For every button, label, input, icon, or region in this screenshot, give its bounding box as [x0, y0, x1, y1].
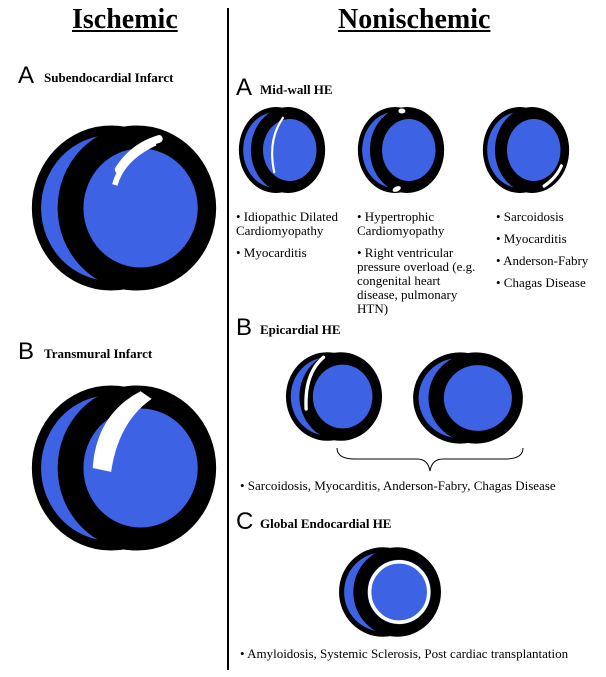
- scar: [542, 164, 563, 188]
- list-item: • Chagas Disease: [496, 275, 586, 290]
- scar: [304, 355, 326, 411]
- scar: [392, 108, 406, 192]
- heart-midwall-septal: [238, 107, 326, 193]
- nonischemic-a-label: Mid-wall HE: [260, 82, 333, 97]
- midwall-list-1: • Idiopathic Dilated Cardiomyopathy • My…: [236, 210, 356, 268]
- list-item: • Right ventricular pressure overload (e…: [357, 245, 476, 316]
- grouping-brace: [336, 447, 524, 472]
- ischemic-a-letter: A: [18, 62, 35, 89]
- heart-midwall-rv-insertion: [357, 107, 445, 193]
- heart-midwall-inferolateral: [482, 107, 570, 193]
- global-endocardial-list: • Amyloidosis, Systemic Sclerosis, Post …: [240, 646, 569, 661]
- lv: [57, 125, 217, 291]
- lv: [250, 107, 326, 193]
- scar: [92, 391, 152, 472]
- list-item: • Hypertrophic Cardiomyopathy: [357, 209, 445, 238]
- scar: [271, 116, 284, 174]
- ischemic-header: Ischemic: [72, 4, 178, 35]
- lv: [494, 107, 570, 193]
- ischemic-b-letter: B: [18, 338, 35, 365]
- divider: [227, 8, 229, 670]
- epicardial-list: • Sarcoidosis, Myocarditis, Anderson-Fab…: [240, 478, 556, 493]
- lv: [57, 385, 217, 551]
- lv: [428, 352, 523, 444]
- heart-subendocardial-infarct: [31, 125, 217, 291]
- list-item: • Myocarditis: [496, 231, 567, 246]
- nonischemic-c-label: Global Endocardial HE: [260, 516, 392, 531]
- heart-epicardial-anterior: [285, 352, 383, 441]
- heart-epicardial-inferolateral: [413, 352, 523, 445]
- heart-transmural-infarct: [31, 385, 217, 551]
- nonischemic-a-letter: A: [236, 74, 253, 101]
- heart-global-endocardial: [339, 547, 441, 637]
- nonischemic-b-letter: B: [236, 314, 253, 341]
- lv: [369, 107, 445, 193]
- lv: [299, 352, 383, 441]
- list-item: • Idiopathic Dilated Cardiomyopathy: [236, 209, 339, 238]
- ischemic-a-label: Subendocardial Infarct: [44, 70, 174, 85]
- ischemic-b-label: Transmural Infarct: [44, 346, 153, 361]
- nonischemic-c-letter: C: [236, 508, 254, 535]
- midwall-list-2: • Hypertrophic Cardiomyopathy • Right ve…: [357, 210, 482, 324]
- nonischemic-header: Nonischemic: [338, 4, 491, 35]
- list-item: • Sarcoidosis: [496, 209, 564, 224]
- nonischemic-b-label: Epicardial HE: [260, 322, 341, 337]
- scar: [112, 135, 163, 186]
- midwall-list-3: • Sarcoidosis • Myocarditis • Anderson-F…: [496, 210, 606, 298]
- list-item: • Myocarditis: [236, 245, 307, 260]
- scar: [491, 421, 520, 445]
- list-item: • Anderson-Fabry: [496, 253, 589, 268]
- scar: [367, 560, 431, 624]
